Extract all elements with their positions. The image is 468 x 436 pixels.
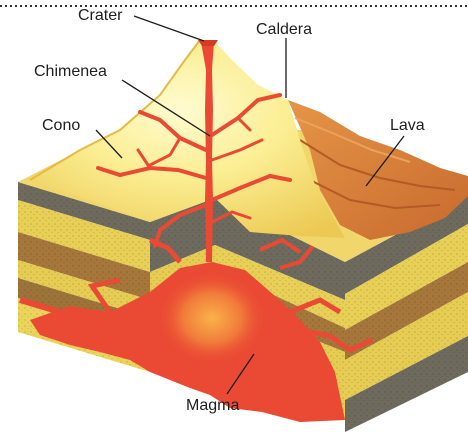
crater-leader-line bbox=[134, 16, 204, 41]
chimenea-label: Chimenea bbox=[34, 64, 107, 80]
magma-label: Magma bbox=[186, 398, 239, 414]
lava-label: Lava bbox=[390, 118, 425, 134]
cono-label: Cono bbox=[42, 118, 80, 134]
crater-label: Crater bbox=[78, 8, 122, 24]
caldera-label: Caldera bbox=[256, 22, 312, 38]
